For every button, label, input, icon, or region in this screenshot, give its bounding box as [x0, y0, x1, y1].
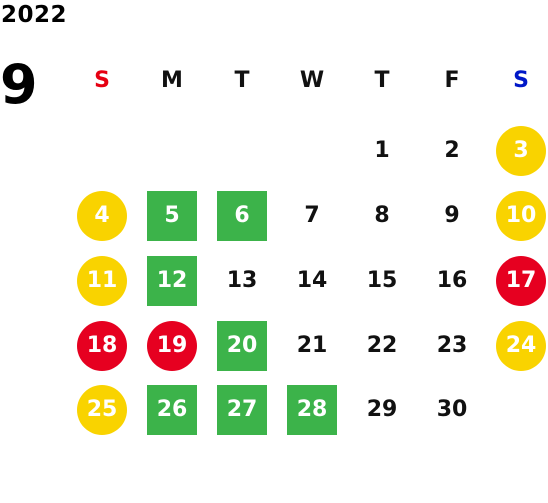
day-16[interactable]: 16 — [436, 268, 468, 293]
day-17[interactable]: 17 — [496, 256, 546, 306]
day-24[interactable]: 24 — [496, 321, 546, 371]
day-21[interactable]: 21 — [296, 333, 328, 358]
day-4[interactable]: 4 — [77, 191, 127, 241]
day-10[interactable]: 10 — [496, 191, 546, 241]
day-9[interactable]: 9 — [444, 203, 460, 228]
day-13[interactable]: 13 — [226, 268, 258, 293]
day-26[interactable]: 26 — [147, 385, 197, 435]
day-27[interactable]: 27 — [217, 385, 267, 435]
day-29[interactable]: 29 — [366, 397, 398, 422]
day-28[interactable]: 28 — [287, 385, 337, 435]
day-19[interactable]: 19 — [147, 321, 197, 371]
weekday-sat: S — [513, 68, 529, 93]
year-label: 2022 — [1, 2, 68, 28]
month-number: 9 — [0, 53, 38, 116]
weekday-thu: T — [374, 68, 390, 93]
day-7[interactable]: 7 — [304, 203, 320, 228]
day-15[interactable]: 15 — [366, 268, 398, 293]
day-2[interactable]: 2 — [444, 138, 460, 163]
weekday-sun: S — [94, 68, 110, 93]
day-1[interactable]: 1 — [374, 138, 390, 163]
day-5[interactable]: 5 — [147, 191, 197, 241]
day-6[interactable]: 6 — [217, 191, 267, 241]
day-11[interactable]: 11 — [77, 256, 127, 306]
weekday-tue: T — [234, 68, 250, 93]
day-22[interactable]: 22 — [366, 333, 398, 358]
weekday-mon: M — [161, 68, 183, 93]
day-12[interactable]: 12 — [147, 256, 197, 306]
day-3[interactable]: 3 — [496, 126, 546, 176]
day-14[interactable]: 14 — [296, 268, 328, 293]
day-18[interactable]: 18 — [77, 321, 127, 371]
day-25[interactable]: 25 — [77, 385, 127, 435]
weekday-fri: F — [444, 68, 460, 93]
day-23[interactable]: 23 — [436, 333, 468, 358]
weekday-wed: W — [299, 68, 325, 93]
day-30[interactable]: 30 — [436, 397, 468, 422]
day-20[interactable]: 20 — [217, 321, 267, 371]
day-8[interactable]: 8 — [374, 203, 390, 228]
